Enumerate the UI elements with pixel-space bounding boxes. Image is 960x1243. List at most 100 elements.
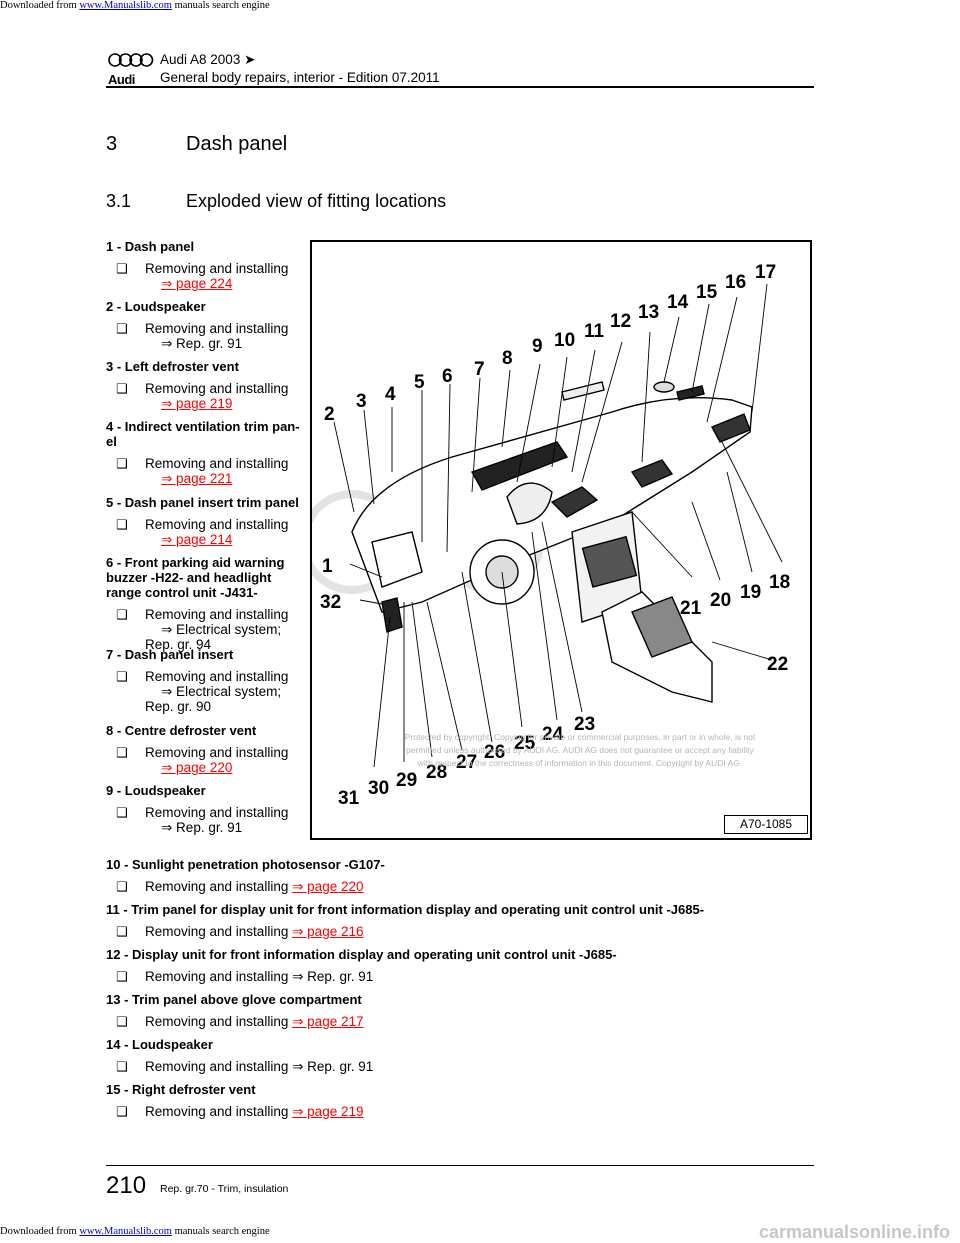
item-title: 7 - Dash panel insert	[106, 647, 234, 662]
list-item: 5 - Dash panel insert trim panel ❑ Remov…	[106, 495, 306, 555]
callout-7: 7	[474, 359, 485, 380]
page-link[interactable]: ⇒ page 224	[161, 276, 233, 291]
list-item: 6 - Front parking aid warning buzzer -H2…	[106, 555, 306, 652]
callout-22: 22	[767, 654, 788, 675]
callout-23: 23	[574, 714, 595, 735]
page-link[interactable]: ⇒ page 217	[292, 1014, 364, 1029]
download-suffix: manuals search engine	[174, 0, 270, 11]
checkbox-bullet-icon: ❑	[116, 745, 128, 760]
item-title: 2 - Loudspeaker	[106, 299, 206, 314]
item-instruction-row: Removing and installing ⇒ Rep. gr. 91	[145, 969, 373, 984]
checkbox-bullet-icon: ❑	[116, 669, 128, 684]
page-link[interactable]: ⇒ page 221	[161, 471, 233, 486]
checkbox-bullet-icon: ❑	[116, 924, 128, 939]
download-prefix: Downloaded from	[0, 0, 77, 11]
checkbox-bullet-icon: ❑	[116, 261, 128, 276]
item-instruction: Removing and installing	[145, 261, 289, 276]
section-title-text: Dash panel	[186, 133, 288, 155]
leader-lines	[333, 283, 783, 768]
callout-12: 12	[610, 311, 631, 332]
list-item: 14 - Loudspeaker ❑ Removing and installi…	[106, 1037, 816, 1082]
checkbox-bullet-icon: ❑	[116, 321, 128, 336]
list-item: 10 - Sunlight penetration photosensor -G…	[106, 857, 816, 902]
item-instruction-row: Removing and installing ⇒ Rep. gr. 91	[145, 1059, 373, 1074]
checkbox-bullet-icon: ❑	[116, 517, 128, 532]
callout-16: 16	[725, 272, 746, 293]
callout-28: 28	[426, 762, 447, 783]
list-item: 7 - Dash panel insert ❑ Removing and ins…	[106, 647, 306, 723]
checkbox-bullet-icon: ❑	[116, 456, 128, 471]
callout-31: 31	[338, 788, 360, 809]
item-instruction: Removing and installing	[145, 456, 289, 471]
page-link[interactable]: ⇒ page 219	[161, 396, 233, 411]
list-item: 12 - Display unit for front information …	[106, 947, 816, 992]
subsection-title-text: Exploded view of fitting locations	[186, 191, 447, 211]
item-title: 8 - Centre defroster vent	[106, 723, 257, 738]
list-item: 1 - Dash panel ❑ Removing and installing…	[106, 239, 306, 299]
header-model: Audi A8 2003 ➤	[160, 52, 256, 67]
list-item: 9 - Loudspeaker ❑ Removing and installin…	[106, 783, 306, 843]
download-prefix: Downloaded from	[0, 1226, 77, 1237]
callout-30: 30	[368, 778, 389, 799]
checkbox-bullet-icon: ❑	[116, 805, 128, 820]
item-instruction: Removing and installing	[145, 669, 289, 684]
watermark-line: permitted unless authorised by AUDI AG. …	[406, 745, 754, 755]
checkbox-bullet-icon: ❑	[116, 1104, 128, 1119]
callout-9: 9	[532, 336, 543, 357]
callout-8: 8	[502, 348, 513, 369]
item-instruction-row: Removing and installing ⇒ page 216	[145, 924, 363, 939]
callout-18: 18	[769, 572, 790, 593]
callout-4: 4	[385, 384, 396, 405]
dash-panel-drawing: 1 2 3 4 5 6 7 8 9 10 11 12 13 14 15 16 1…	[312, 262, 790, 809]
page-link[interactable]: ⇒ page 220	[292, 879, 364, 894]
checkbox-bullet-icon: ❑	[116, 1014, 128, 1029]
item-instruction: Removing and installing	[145, 381, 289, 396]
item-title: 9 - Loudspeaker	[106, 783, 206, 798]
callout-15: 15	[696, 282, 718, 303]
item-title: 5 - Dash panel insert trim panel	[106, 495, 299, 510]
callout-25: 25	[514, 733, 536, 754]
callout-6: 6	[442, 366, 453, 387]
item-instruction-row: Removing and installing ⇒ page 220	[145, 879, 363, 894]
left-item-list: 1 - Dash panel ❑ Removing and installing…	[106, 239, 306, 843]
system-ref: ⇒ Electrical system;	[161, 684, 282, 699]
list-item: 3 - Left defroster vent ❑ Removing and i…	[106, 359, 306, 419]
list-item: 8 - Centre defroster vent ❑ Removing and…	[106, 723, 306, 783]
callout-14: 14	[667, 292, 689, 313]
callout-13: 13	[638, 302, 659, 323]
item-instruction: Removing and installing	[145, 1104, 289, 1119]
callout-26: 26	[484, 742, 505, 763]
callout-32: 32	[320, 592, 341, 613]
rep-group-ref: ⇒ Rep. gr. 91	[161, 336, 243, 351]
header-divider	[106, 86, 814, 88]
page-link[interactable]: ⇒ page 219	[292, 1104, 364, 1119]
section-number: 3	[106, 133, 118, 155]
callout-10: 10	[554, 330, 575, 351]
rep-group-ref: Rep. gr. 90	[145, 699, 212, 714]
item-title: 10 - Sunlight penetration photosensor -G…	[106, 857, 385, 872]
manualslib-link[interactable]: www.Manualslib.com	[79, 1226, 172, 1237]
download-banner: Downloaded from www.Manualslib.com manua…	[0, 0, 270, 11]
audi-rings-logo	[108, 53, 154, 67]
list-item: 13 - Trim panel above glove compartment …	[106, 992, 816, 1037]
system-ref: ⇒ Electrical system;	[161, 622, 282, 637]
checkbox-bullet-icon: ❑	[116, 879, 128, 894]
callout-29: 29	[396, 770, 417, 791]
header-subtitle: General body repairs, interior - Edition…	[160, 70, 440, 85]
checkbox-bullet-icon: ❑	[116, 1059, 128, 1074]
rep-group-ref: Rep. gr. 94	[145, 637, 212, 652]
checkbox-bullet-icon: ❑	[116, 607, 128, 622]
audi-logo-word: Audi	[108, 72, 135, 87]
page-link[interactable]: ⇒ page 216	[292, 924, 364, 939]
item-instruction: Removing and installing	[145, 745, 289, 760]
callout-2: 2	[324, 404, 335, 425]
list-item: 11 - Trim panel for display unit for fro…	[106, 902, 816, 947]
page-link[interactable]: ⇒ page 220	[161, 760, 233, 775]
manualslib-link[interactable]: www.Manualslib.com	[79, 0, 172, 11]
item-instruction: Removing and installing	[145, 879, 289, 894]
page-link[interactable]: ⇒ page 214	[161, 532, 233, 547]
item-title: 1 - Dash panel	[106, 239, 195, 254]
rep-group-ref: ⇒ Rep. gr. 91	[292, 969, 374, 984]
callout-labels: 1 2 3 4 5 6 7 8 9 10 11 12 13 14 15 16 1…	[320, 262, 790, 809]
